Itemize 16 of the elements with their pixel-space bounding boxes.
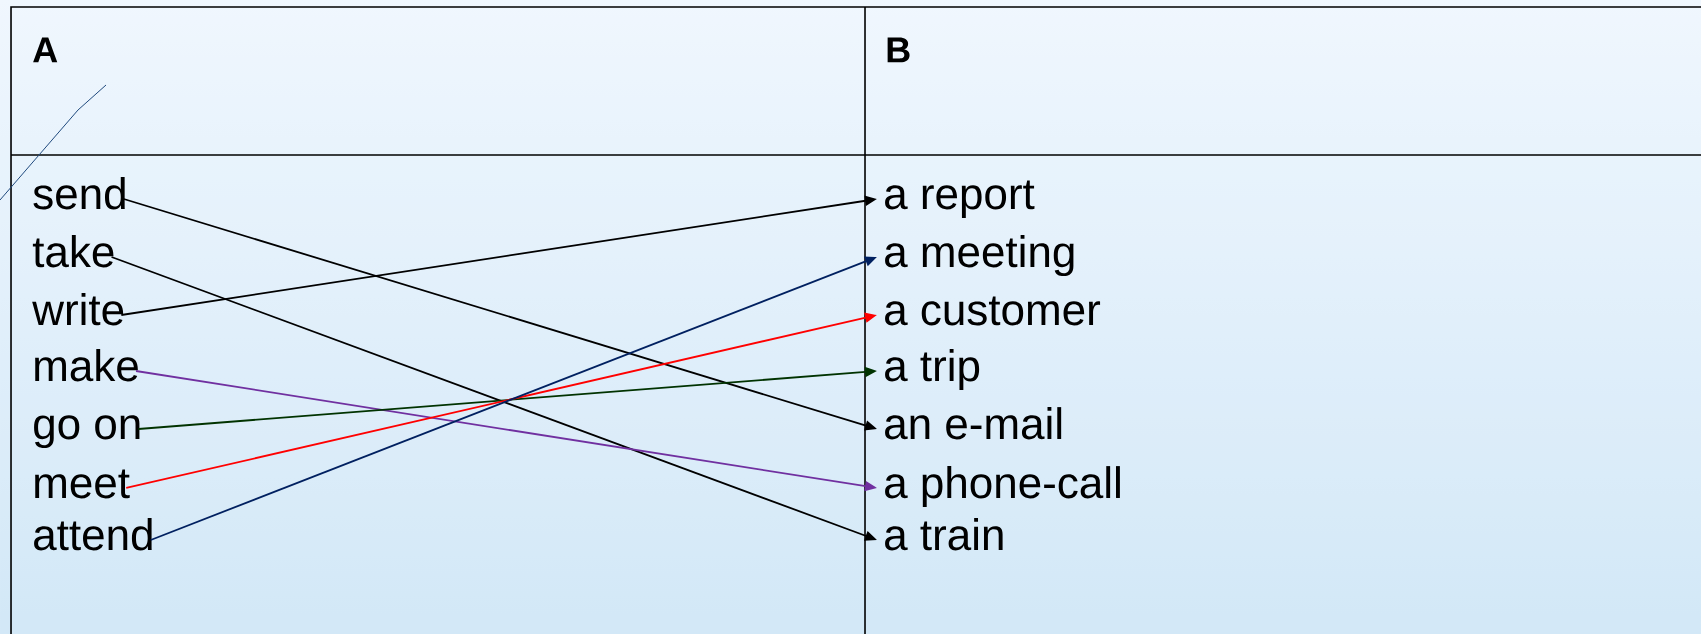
column-header: B — [887, 37, 910, 63]
word: a meeting — [885, 235, 1074, 277]
word: take — [32, 235, 114, 268]
word: a phone-call — [885, 466, 1120, 508]
word: a trip — [885, 349, 980, 391]
column-header: A — [33, 37, 58, 63]
word: a report — [885, 180, 1035, 219]
word: write — [32, 293, 124, 326]
word: attend — [34, 518, 152, 551]
word: make — [35, 349, 138, 382]
word: send — [33, 177, 125, 210]
word: a customer — [885, 296, 1101, 326]
word: go on — [34, 415, 140, 449]
word: meet — [35, 469, 130, 499]
word: a train — [885, 518, 1003, 551]
word: an e-mail — [885, 407, 1062, 440]
